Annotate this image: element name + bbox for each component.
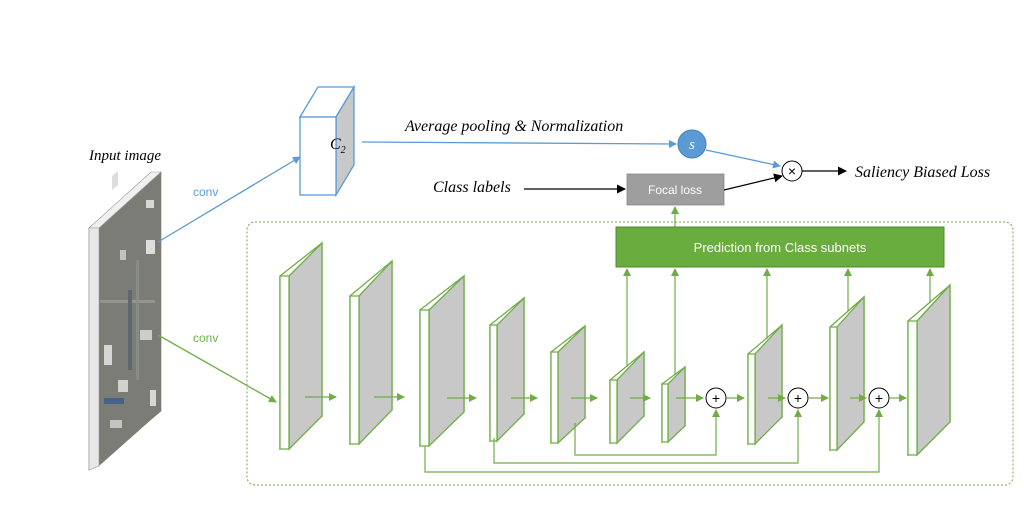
focal-loss-label: Focal loss [648, 183, 702, 197]
saliency-loss-label: Saliency Biased Loss [855, 164, 990, 181]
skip-connections [424, 409, 883, 473]
plus-nodes [705, 387, 890, 409]
prediction-up-arrows [623, 268, 934, 375]
fpn-container [246, 221, 1014, 486]
conv-blue-arrow [157, 156, 301, 243]
c2-label: C2 [330, 136, 346, 156]
plus-symbol-3: + [875, 390, 883, 406]
conv-green-arrow [157, 334, 277, 403]
conv-blue-label: conv [193, 185, 218, 199]
input-image-slab [88, 170, 162, 471]
avg-pool-arrow [361, 139, 677, 148]
layer-flow-arrows [305, 393, 907, 402]
prediction-label: Prediction from Class subnets [694, 240, 867, 255]
plus-symbol-1: + [712, 390, 720, 406]
prediction-box [615, 226, 945, 268]
bottom-up-layers [279, 241, 686, 451]
multiply-symbol: × [788, 163, 796, 179]
avg-pool-label: Average pooling & Normalization [404, 118, 623, 135]
s-to-multiply-arrow [705, 149, 781, 169]
c2-feature-box [298, 84, 356, 198]
conv-green-label: conv [193, 331, 218, 345]
s-node [677, 129, 707, 159]
plus-symbol-2: + [794, 390, 802, 406]
top-down-layers [747, 283, 951, 457]
focal-to-multiply-arrow [723, 173, 783, 191]
class-labels-text: Class labels [433, 179, 511, 196]
input-image-label: Input image [88, 148, 161, 164]
s-node-label: s [689, 137, 695, 153]
